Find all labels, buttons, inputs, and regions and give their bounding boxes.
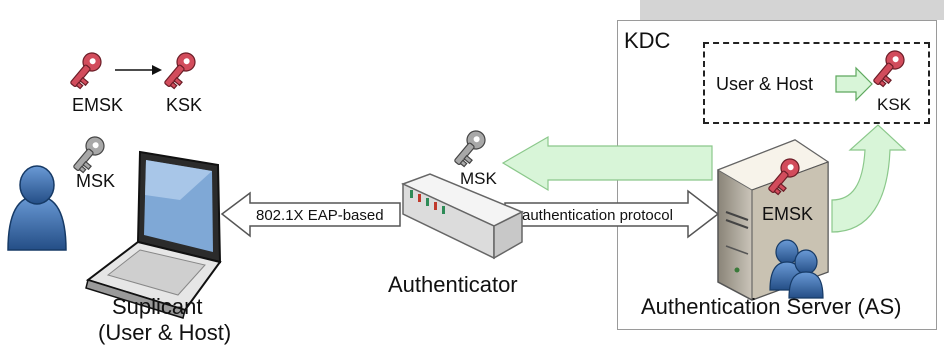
- msk-key-icon: [68, 132, 110, 177]
- auth-protocol-label: authentication protocol: [522, 207, 673, 224]
- emsk-key-icon: [65, 48, 107, 93]
- laptop-icon: [85, 150, 222, 319]
- kdc-label: KDC: [624, 28, 671, 53]
- eap-based-label: 802.1X EAP-based: [256, 207, 384, 224]
- eap-arrow: [220, 191, 401, 238]
- kdc-shadow: [640, 0, 944, 20]
- msk-key-mid-icon: [449, 126, 491, 171]
- authenticator-label: Authenticator: [388, 272, 518, 297]
- ksk-key-right-icon: [868, 46, 910, 91]
- emsk-key-server-icon: [763, 154, 805, 199]
- ksk-right-label: KSK: [877, 95, 912, 114]
- ksk-key-icon: [159, 48, 201, 93]
- user-host-label: User & Host: [716, 74, 814, 94]
- msk-mid-label: MSK: [460, 169, 497, 188]
- authenticator-switch-icon: [401, 173, 524, 260]
- msk-left-label: MSK: [76, 171, 116, 191]
- ksk-top-label: KSK: [166, 95, 203, 115]
- suplicant-sublabel: (User & Host): [98, 320, 232, 345]
- msk-transfer-arrow: [501, 135, 713, 192]
- emsk-server-label: EMSK: [762, 204, 814, 224]
- suplicant-label: Suplicant: [112, 294, 203, 319]
- ksk-derive-arrow: [831, 124, 907, 233]
- arrow-right-icon: [115, 65, 162, 75]
- emsk-top-label: EMSK: [72, 95, 124, 115]
- auth-protocol-arrow: [504, 189, 720, 239]
- auth-server-label: Authentication Server (AS): [641, 294, 902, 319]
- users-group-icon: [769, 239, 824, 299]
- user-host-arrow: [835, 66, 873, 102]
- user-icon: [7, 165, 67, 251]
